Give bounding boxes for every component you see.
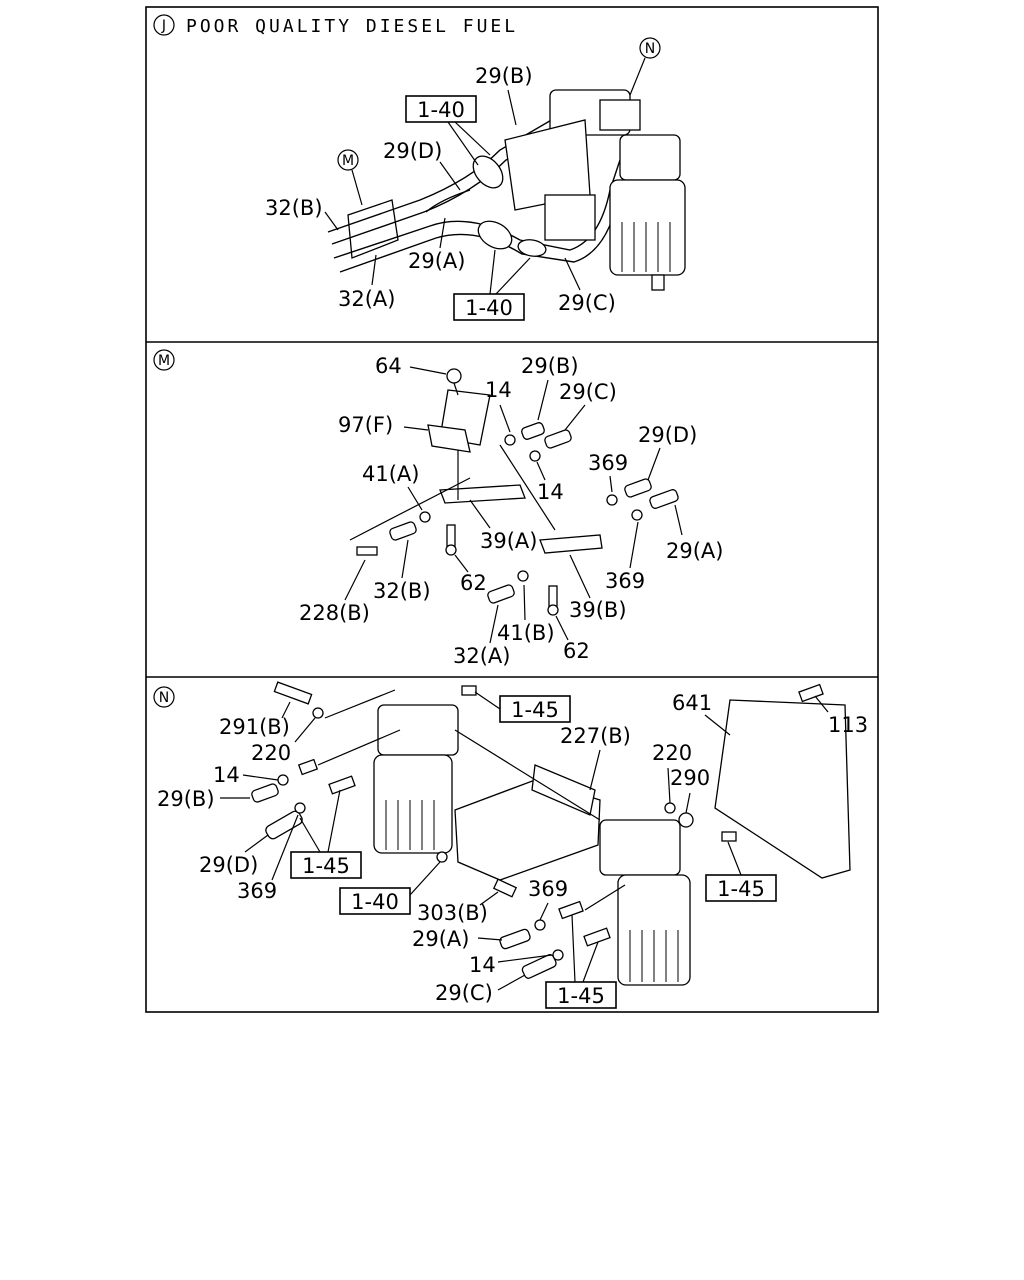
label-m-29a: 29(A) bbox=[666, 539, 723, 563]
label-n-29a: 29(A) bbox=[412, 927, 469, 951]
ref-n-3: 1-40 bbox=[351, 890, 399, 914]
panel-j-assembly-drawing bbox=[327, 89, 686, 291]
label-n-29d: 29(D) bbox=[199, 853, 258, 877]
label-m-369-top: 369 bbox=[588, 451, 628, 475]
label-j-32a: 32(A) bbox=[338, 287, 395, 311]
callout-n-leader bbox=[627, 57, 646, 101]
label-j-32b: 32(B) bbox=[265, 196, 323, 220]
label-m-369-bottom: 369 bbox=[605, 569, 645, 593]
label-m-39a: 39(A) bbox=[480, 529, 537, 553]
label-n-220-left: 220 bbox=[251, 741, 291, 765]
label-m-97f: 97(F) bbox=[338, 413, 393, 437]
label-n-303b: 303(B) bbox=[417, 901, 488, 925]
panel-m: M 64 29(B) 14 bbox=[153, 349, 723, 668]
ref-j-1: 1-40 bbox=[417, 98, 465, 122]
ref-n-5: 1-45 bbox=[557, 984, 605, 1008]
ref-box-n-3 bbox=[339, 887, 411, 915]
callout-m-leader bbox=[351, 169, 363, 206]
label-m-29d: 29(D) bbox=[638, 423, 697, 447]
ref-box-n-2 bbox=[290, 851, 362, 879]
label-m-64: 64 bbox=[375, 354, 402, 378]
label-n-14-bottom: 14 bbox=[469, 953, 496, 977]
label-m-62-right: 62 bbox=[563, 639, 590, 663]
panel-j-marker: J bbox=[161, 18, 166, 34]
ref-box-n-5 bbox=[545, 981, 617, 1009]
diagram-frame bbox=[145, 6, 879, 1013]
label-j-29d: 29(D) bbox=[383, 139, 442, 163]
panel-n: N bbox=[153, 681, 868, 1009]
label-j-29b: 29(B) bbox=[475, 64, 533, 88]
ref-box-j-2 bbox=[453, 293, 525, 321]
panel-m-marker: M bbox=[158, 353, 170, 369]
label-n-641: 641 bbox=[672, 691, 712, 715]
callout-m-circle bbox=[337, 149, 359, 171]
callout-m-label: M bbox=[342, 153, 354, 169]
label-n-29b: 29(B) bbox=[157, 787, 215, 811]
label-m-62-left: 62 bbox=[460, 571, 487, 595]
panel-m-exploded-drawing bbox=[349, 368, 679, 616]
label-m-29b: 29(B) bbox=[521, 354, 579, 378]
ref-box-j-1 bbox=[405, 95, 477, 123]
panel-j: J POOR QUALITY DIESEL FUEL N M bbox=[153, 14, 686, 321]
ref-n-1: 1-45 bbox=[511, 698, 559, 722]
panel-m-marker-circle bbox=[153, 349, 175, 371]
ref-n-4: 1-45 bbox=[717, 877, 765, 901]
label-n-29c: 29(C) bbox=[435, 981, 493, 1005]
label-n-14-top: 14 bbox=[213, 763, 240, 787]
label-m-14-mid: 14 bbox=[537, 480, 564, 504]
label-m-41b: 41(B) bbox=[497, 621, 555, 645]
ref-n-2: 1-45 bbox=[302, 854, 350, 878]
callout-n-label: N bbox=[645, 41, 655, 57]
label-n-113: 113 bbox=[828, 713, 868, 737]
label-m-14-top: 14 bbox=[485, 378, 512, 402]
callout-n-circle bbox=[639, 37, 661, 59]
label-n-291b: 291(B) bbox=[219, 715, 290, 739]
panel-n-marker: N bbox=[159, 690, 169, 706]
panel-j-title: POOR QUALITY DIESEL FUEL bbox=[186, 16, 518, 37]
label-m-228b: 228(B) bbox=[299, 601, 370, 625]
label-m-32b: 32(B) bbox=[373, 579, 431, 603]
label-n-220-right: 220 bbox=[652, 741, 692, 765]
panel-n-exploded-drawing bbox=[251, 681, 851, 986]
label-j-29a: 29(A) bbox=[408, 249, 465, 273]
panel-n-marker-circle bbox=[153, 686, 175, 708]
label-n-227b: 227(B) bbox=[560, 724, 631, 748]
label-n-369-right: 369 bbox=[528, 877, 568, 901]
label-n-369-left: 369 bbox=[237, 879, 277, 903]
label-j-29c: 29(C) bbox=[558, 291, 616, 315]
label-m-29c: 29(C) bbox=[559, 380, 617, 404]
label-m-41a: 41(A) bbox=[362, 462, 419, 486]
ref-j-2: 1-40 bbox=[465, 296, 513, 320]
label-m-39b: 39(B) bbox=[569, 598, 627, 622]
label-n-290: 290 bbox=[670, 766, 710, 790]
label-m-32a: 32(A) bbox=[453, 644, 510, 668]
panel-j-marker-circle bbox=[153, 14, 175, 36]
